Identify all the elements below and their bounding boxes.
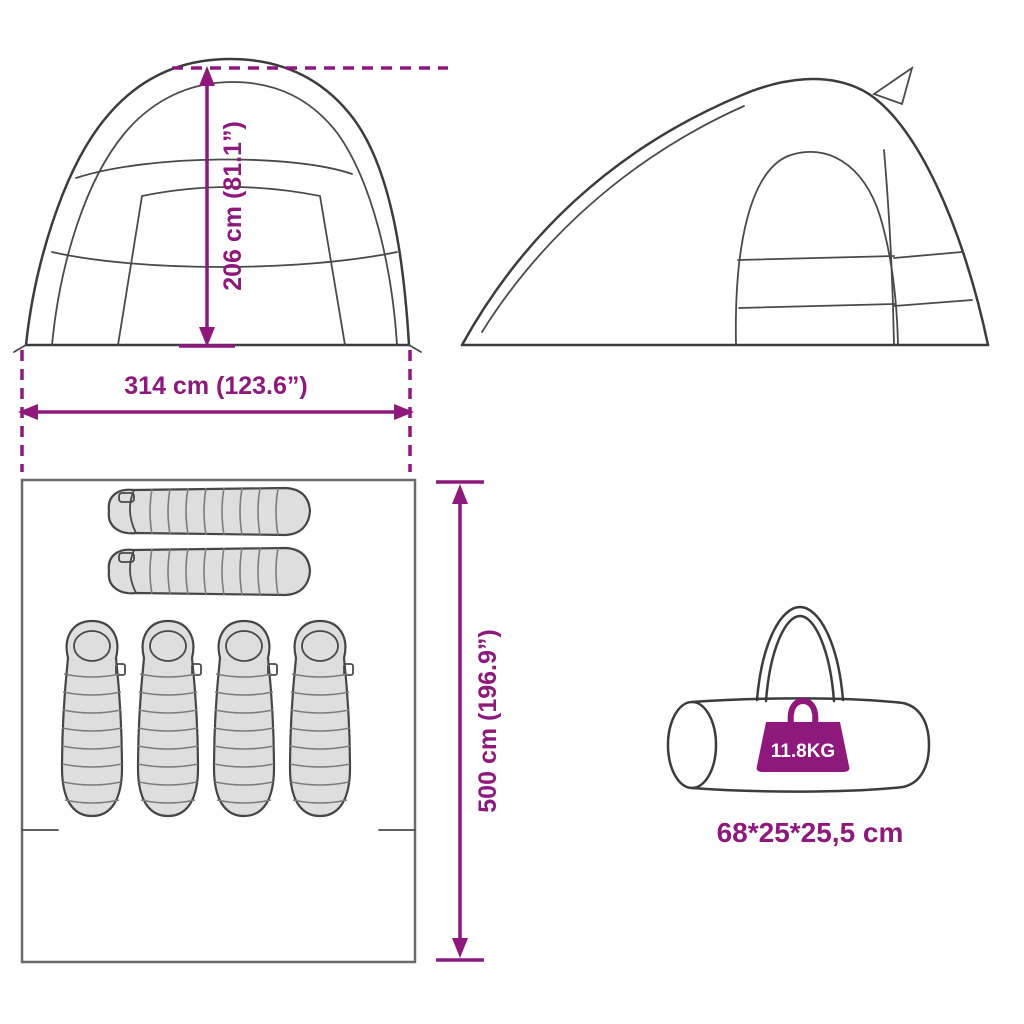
tent-front-outer-outline [24,57,411,347]
carry-bag-end-cap [666,700,718,790]
height-arrow-up-icon [199,66,215,86]
tent-side-peak-vent [872,65,914,106]
sleeping-bag-vertical-icon [136,619,203,818]
carry-bag-drawing: 11.8KG 68*25*25,5 cm [666,605,931,848]
sleeping-bag-horizontal-icon [107,546,312,597]
floor-plan-drawing [20,478,417,964]
sleeping-bag-vertical-icon [288,619,355,818]
sleeping-bag-vertical-icon [60,619,127,818]
carry-bag-handle-icon [755,605,845,703]
tent-side-outer-outline [460,77,990,347]
tent-front-stake-loops [13,344,422,353]
tent-side-rear-seam [883,149,895,346]
sleeping-bag-horizontal-icon [107,486,312,537]
width-arrow-right-icon [394,404,414,420]
width-dimension: 314 cm (123.6”) [18,350,414,472]
carry-bag-body-outline [690,697,931,793]
tent-front-inner-outline [51,81,398,346]
height-arrow-down-icon [199,327,215,347]
tent-side-inner-slope [481,105,745,333]
tent-side-window-lines [737,251,973,309]
tent-front-seam-lower [51,251,398,268]
height-dimension: 206 cm (81.1”) [172,66,448,348]
width-arrow-left-icon [18,404,38,420]
tent-side-door-arch [734,151,899,346]
floor-length-arrow-down-icon [452,938,468,958]
weight-icon: 11.8KG [756,697,850,772]
floor-length-dimension: 500 cm (196.9”) [436,480,502,962]
floor-length-arrow-up-icon [452,484,468,504]
tent-front-door-panel [117,186,346,346]
carry-bag-size-label: 68*25*25,5 cm [717,817,904,848]
sleeping-bag-vertical-icon [212,619,279,818]
width-dimension-label: 314 cm (123.6”) [124,372,307,400]
tent-front-seam-upper [75,158,353,179]
carry-bag-weight-label: 11.8KG [771,741,835,762]
tent-front-view-drawing [13,57,422,353]
tent-side-view-drawing [460,65,990,347]
floor-length-dimension-label: 500 cm (196.9”) [474,629,502,812]
height-dimension-label: 206 cm (81.1”) [219,121,247,291]
